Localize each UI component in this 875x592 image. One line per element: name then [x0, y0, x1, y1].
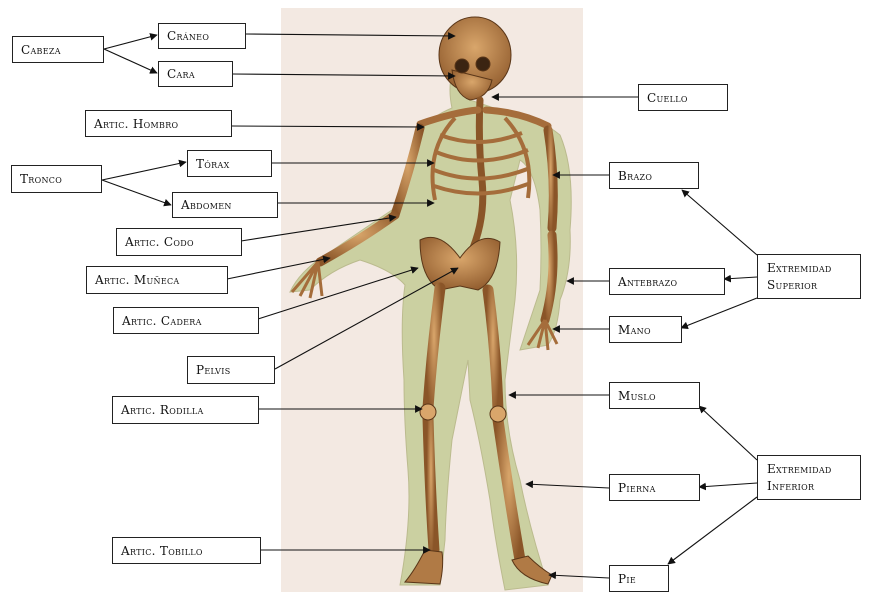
label-abdomen: Abdomen — [172, 192, 278, 218]
label-pierna: Pierna — [609, 474, 700, 501]
label-extremidad-superior-line2: Superior — [767, 277, 817, 294]
label-antebrazo: Antebrazo — [609, 268, 725, 295]
label-cuello: Cuello — [638, 84, 728, 111]
label-mano: Mano — [609, 316, 682, 343]
label-muslo: Muslo — [609, 382, 700, 409]
label-artic-hombro: Artic. Hombro — [85, 110, 232, 137]
label-artic-tobillo: Artic. Tobillo — [112, 537, 261, 564]
label-brazo: Brazo — [609, 162, 699, 189]
label-pelvis: Pelvis — [187, 356, 275, 384]
label-cara: Cara — [158, 61, 233, 87]
label-extremidad-inferior-line1: Extremidad — [767, 461, 832, 478]
label-artic-rodilla: Artic. Rodilla — [112, 396, 259, 424]
label-extremidad-superior: Extremidad Superior — [757, 254, 861, 299]
label-artic-muneca: Artic. Muñeca — [86, 266, 228, 294]
label-extremidad-inferior: Extremidad Inferior — [757, 455, 861, 500]
label-extremidad-inferior-line2: Inferior — [767, 478, 814, 495]
label-craneo: Cráneo — [158, 23, 246, 49]
label-artic-cadera: Artic. Cadera — [113, 307, 259, 334]
label-extremidad-superior-line1: Extremidad — [767, 260, 832, 277]
label-cabeza: Cabeza — [12, 36, 104, 63]
label-pie: Pie — [609, 565, 669, 592]
label-torax: Tórax — [187, 150, 272, 177]
label-tronco: Tronco — [11, 165, 102, 193]
label-artic-codo: Artic. Codo — [116, 228, 242, 256]
